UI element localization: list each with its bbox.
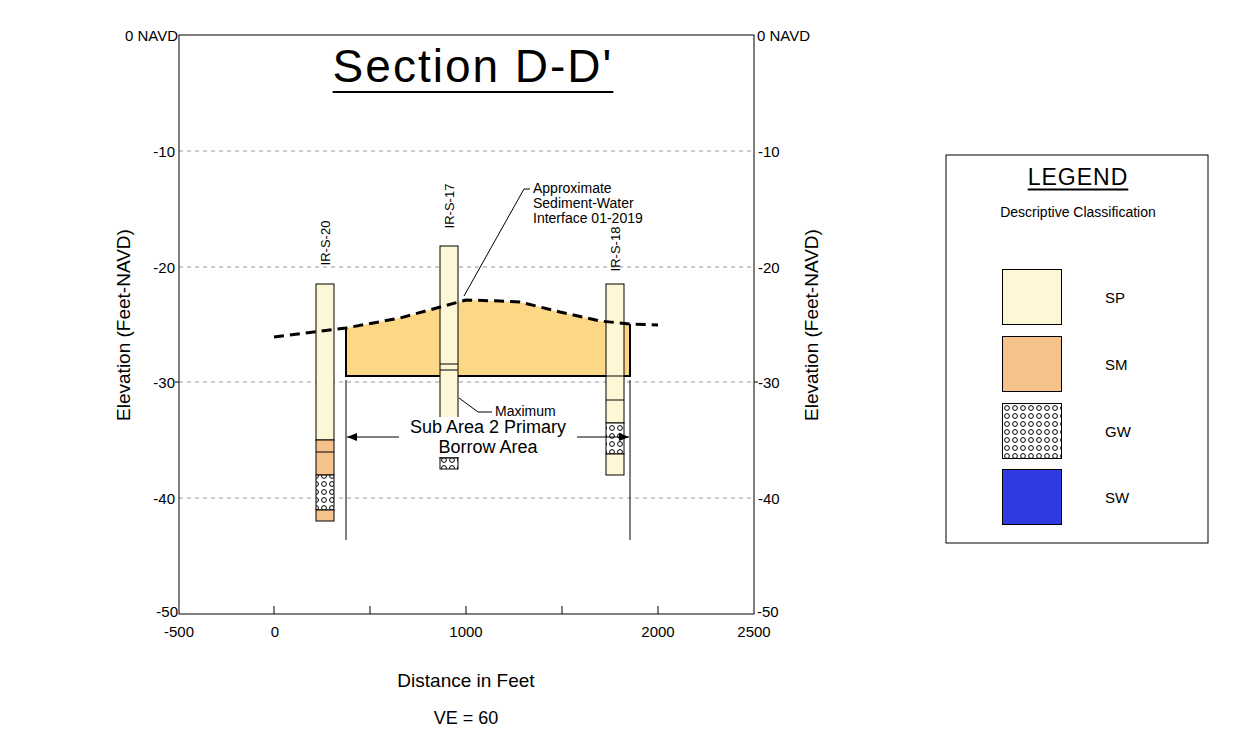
boring-ir-s-18: [606, 400, 624, 401]
axis-title: Elevation (Feet-NAVD): [113, 229, 135, 421]
grid-lines: [179, 267, 754, 268]
tick-label: -20: [153, 259, 175, 276]
legend-text: SM: [1105, 356, 1128, 373]
axis-ticks: [274, 606, 275, 614]
boring-ir-s-17: [440, 458, 458, 469]
callout-note: Approximate Sediment-Water Interface 01-…: [533, 181, 663, 226]
axis-title: Elevation (Feet-NAVD): [801, 229, 823, 421]
area-label: Sub Area 2 Primary Borrow Area: [399, 417, 577, 457]
axis-label: 0 NAVD: [757, 27, 810, 44]
borrow-cut-fill: [346, 300, 630, 376]
tick-label: -30: [758, 374, 780, 391]
boring-ir-s-17: [440, 246, 458, 423]
boring-ir-s-18: [606, 454, 624, 475]
boring-ir-s-18: [606, 284, 624, 423]
tick-label: -40: [758, 490, 780, 507]
boring-ir-s-17: [440, 364, 458, 365]
tick-label: -50: [757, 603, 779, 620]
borrow-area-dimension: [347, 437, 400, 438]
leader-lines: [459, 189, 530, 412]
boring-ir-s-18: [606, 423, 624, 454]
boring-ir-s-20: [316, 475, 334, 510]
axis-ticks: [370, 606, 371, 614]
boring-ir-s-18: [606, 284, 624, 475]
tick-label: -20: [758, 259, 780, 276]
tick-label: -500: [164, 623, 194, 640]
leader-lines: [464, 189, 530, 296]
axis-ticks: [658, 606, 659, 614]
tick-label: -10: [758, 143, 780, 160]
legend-text: GW: [1105, 423, 1131, 440]
axis-ticks: [562, 606, 563, 614]
borrow-area-dimension: [576, 437, 629, 438]
sediment-water-interface: [274, 300, 658, 337]
axis-ticks: [175, 382, 179, 383]
scale-note: VE = 60: [434, 708, 499, 729]
axis-title: Distance in Feet: [397, 670, 534, 692]
boring-ir-s-18: [606, 376, 624, 377]
legend-swatch: [1002, 269, 1062, 325]
boring-label: IR-S-20: [318, 221, 333, 266]
boring-label: IR-S-17: [442, 184, 457, 229]
axis-ticks: [466, 606, 467, 614]
cut-outline: [346, 324, 630, 376]
boring-ir-s-20: [316, 284, 334, 440]
boring-ir-s-20: [316, 440, 334, 475]
tick-label: 1000: [449, 623, 482, 640]
legend-subtitle: Descriptive Classification: [1000, 204, 1156, 220]
legend-title: LEGEND: [1028, 164, 1129, 191]
legend-text: SP: [1105, 289, 1125, 306]
tick-label: 0: [271, 623, 279, 640]
tick-label: -50: [156, 603, 178, 620]
grid-lines: [179, 382, 754, 383]
borrow-area-dimension: [346, 380, 630, 540]
axis-label: 0 NAVD: [125, 27, 178, 44]
boring-ir-s-20: [316, 284, 334, 521]
borrow-area-dimension: [346, 380, 347, 540]
boring-ir-s-20: [316, 510, 334, 521]
boring-ir-s-17: [440, 370, 458, 371]
legend-swatch: [1002, 336, 1062, 392]
tick-label: -10: [153, 143, 175, 160]
tick-label: 2500: [737, 623, 770, 640]
gravel-pattern: [1003, 404, 1061, 458]
legend-swatch: [1002, 403, 1062, 459]
grid-lines: [179, 151, 754, 498]
borrow-area-dimension: [630, 380, 631, 540]
gravel-pattern: [1003, 404, 1061, 458]
legend-frame: [946, 155, 1208, 543]
grid-lines: [179, 498, 754, 499]
legend-text: SW: [1105, 489, 1129, 506]
leader-lines: [459, 398, 492, 412]
tick-label: 2000: [641, 623, 674, 640]
legend-swatch: [1002, 469, 1062, 525]
boring-label: IR-S-18: [608, 227, 623, 272]
grid-lines: [179, 151, 754, 152]
diagram-title: Section D-D': [333, 39, 614, 93]
plot-frame: [179, 35, 754, 614]
axis-ticks: [175, 382, 758, 614]
axis-ticks: [754, 382, 758, 383]
tick-label: -40: [153, 490, 175, 507]
boring-ir-s-20: [316, 452, 334, 453]
tick-label: -30: [153, 374, 175, 391]
